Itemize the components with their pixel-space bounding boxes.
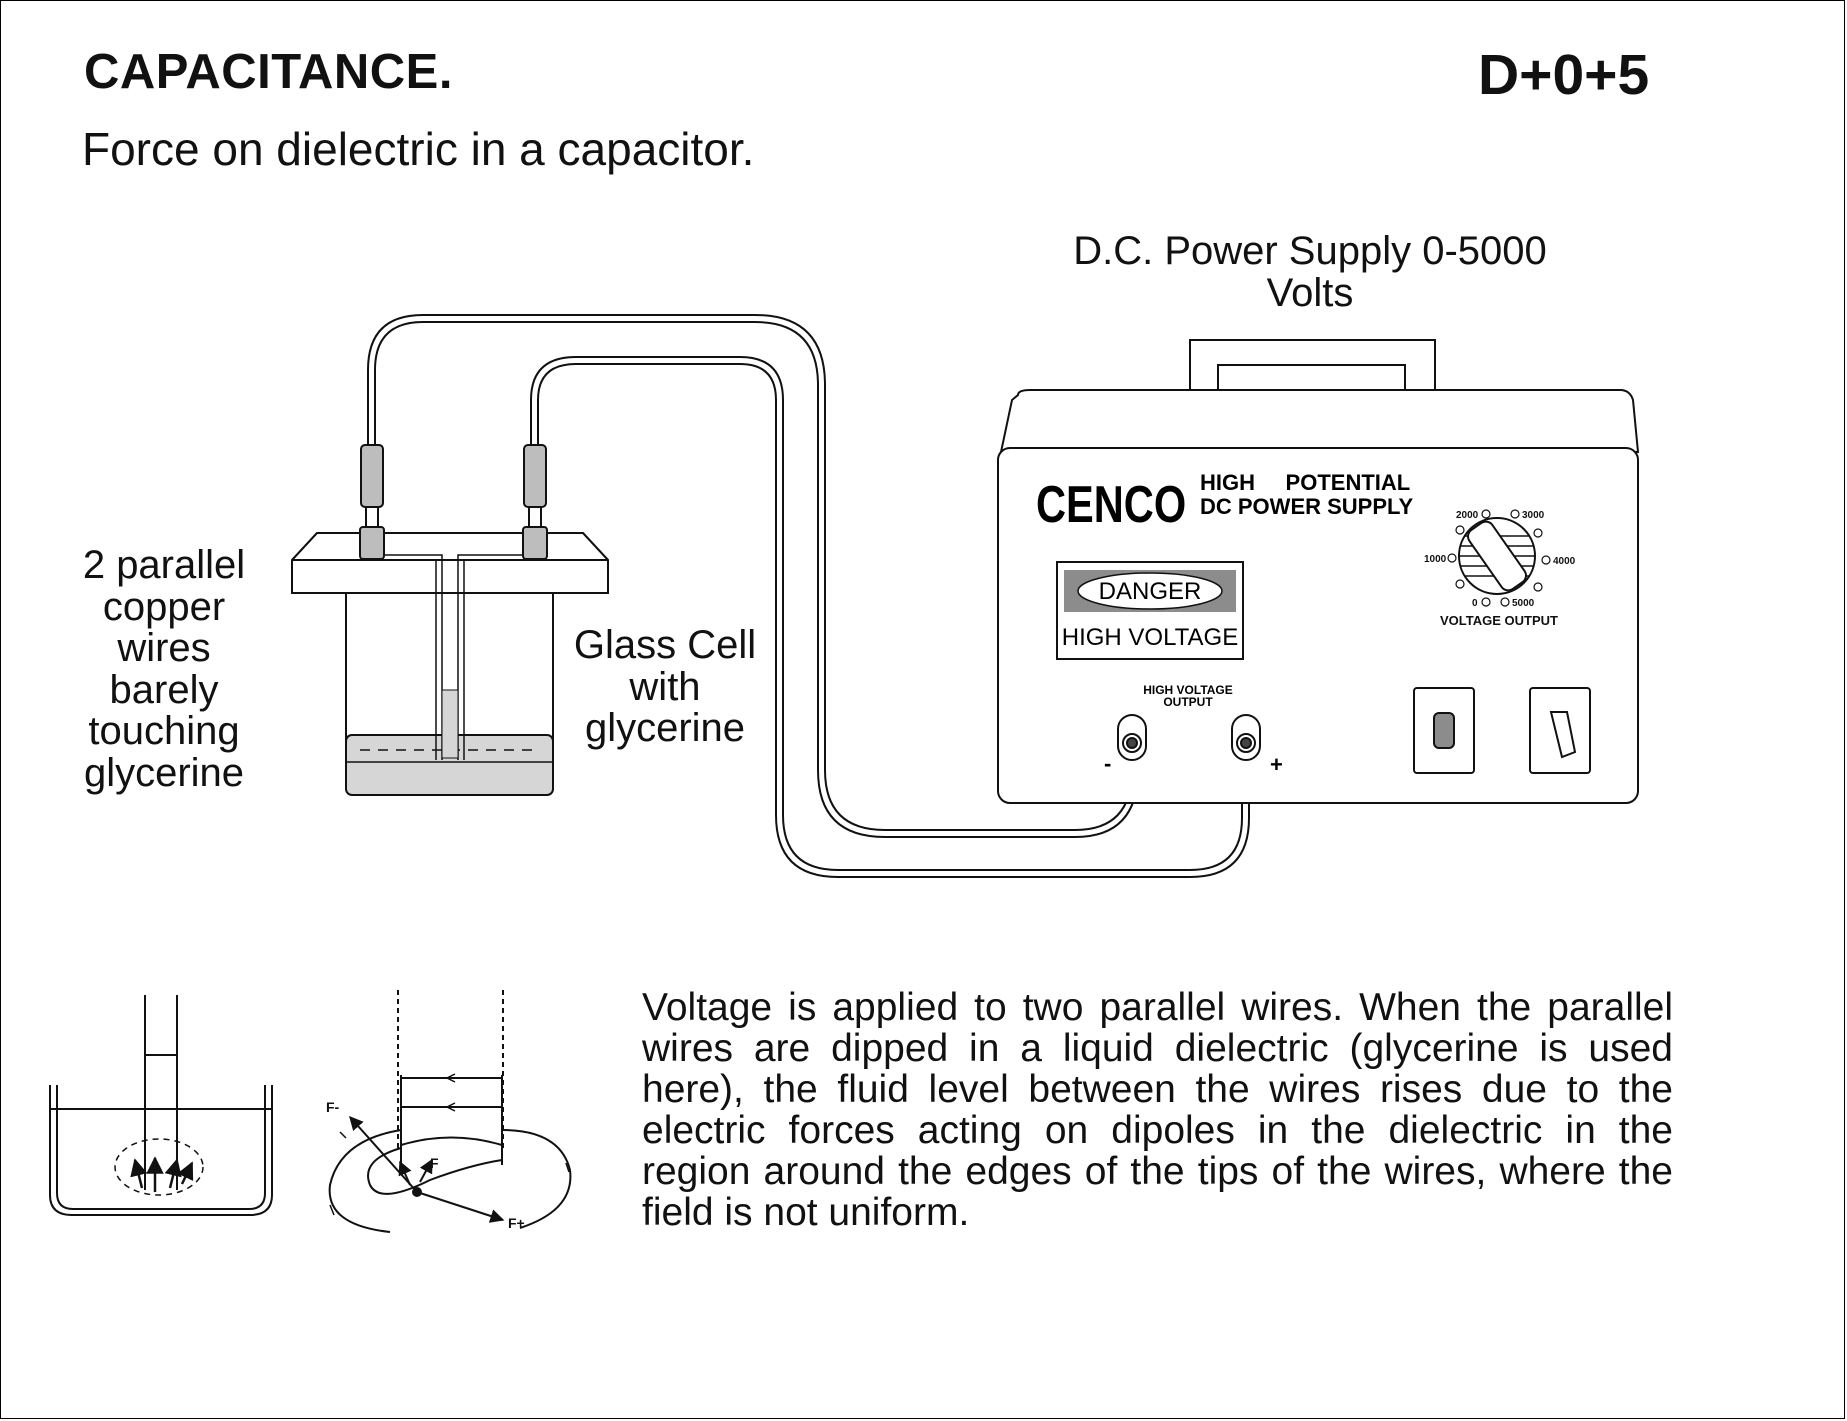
power-switch[interactable]: [1529, 687, 1591, 774]
dial-label-2000: 2000: [1456, 510, 1479, 521]
dial-label-4000: 4000: [1553, 556, 1576, 567]
dial-label-5000: 5000: [1512, 598, 1535, 609]
force-label-minus: F-: [326, 1099, 340, 1115]
dial-label-3000: 3000: [1522, 510, 1545, 521]
wires-label: 2 parallel copper wires barely touching …: [82, 543, 246, 795]
connectors: [359, 444, 548, 560]
dial-label-0: 0: [1472, 598, 1478, 609]
glass-cell-label: Glass Cell with glycerine: [573, 623, 757, 750]
plus-sign: +: [1270, 752, 1283, 777]
dial-caption: VOLTAGE OUTPUT: [1440, 613, 1558, 628]
danger-text: DANGER: [1099, 578, 1202, 605]
dial-marks: [1447, 509, 1551, 607]
pilot-light: [1413, 687, 1475, 774]
demo-code: D+0+5: [1478, 43, 1650, 107]
page-subtitle: Force on dielectric in a capacitor.: [82, 123, 755, 175]
model-line-1: HIGH POTENTIAL: [1200, 470, 1410, 495]
page-title: CAPACITANCE.: [84, 45, 453, 99]
detail-beaker: [49, 995, 273, 1216]
force-label-center: F: [430, 1155, 439, 1171]
lead-negative: [367, 314, 1139, 838]
power-supply: CENCO HIGH POTENTIAL DC POWER SUPPLY DAN…: [997, 339, 1640, 804]
power-supply-label: D.C. Power Supply 0-5000 Volts: [1073, 229, 1547, 315]
voltage-dial[interactable]: [1458, 517, 1536, 595]
glass-cell: [345, 564, 554, 796]
brand-logo: CENCO: [1036, 475, 1186, 534]
model-line-2: DC POWER SUPPLY: [1200, 494, 1413, 519]
negative-terminal[interactable]: [1117, 714, 1147, 761]
description-text: Voltage is applied to two parallel wires…: [642, 986, 1673, 1234]
lead-positive: [530, 356, 1250, 878]
high-voltage-text: HIGH VOLTAGE: [1062, 624, 1238, 651]
output-label-1: HIGH VOLTAGE: [1143, 683, 1233, 697]
wire-holder-plate: [291, 532, 609, 594]
positive-terminal[interactable]: [1231, 714, 1261, 761]
force-label-plus: F+: [508, 1215, 525, 1231]
detail-field: [328, 990, 572, 1233]
minus-sign: -: [1104, 751, 1111, 776]
dial-label-1000: 1000: [1424, 554, 1447, 565]
output-label-2: OUTPUT: [1163, 695, 1213, 709]
